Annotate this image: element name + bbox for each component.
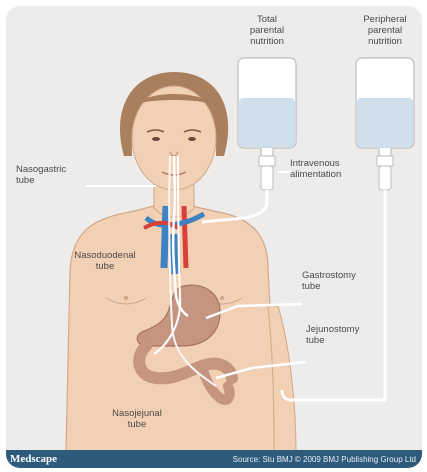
label-nj: Nasojejunal tube — [102, 408, 172, 430]
label-ng: Nasogastric tube — [16, 164, 66, 186]
nutrition-illustration — [6, 6, 422, 468]
label-tpn-bag: Total parental nutrition — [238, 14, 296, 47]
ppn-bag — [356, 58, 414, 190]
jugular-vein — [164, 206, 166, 268]
footer-bar: Medscape Source: Stu BMJ © 2009 BMJ Publ… — [6, 450, 422, 468]
source-credit: Source: Stu BMJ © 2009 BMJ Publishing Gr… — [233, 455, 416, 464]
artery — [184, 206, 186, 268]
diagram-card: Total parental nutrition Peripheral pare… — [6, 6, 422, 468]
tpn-bag — [238, 58, 296, 190]
label-jejunostomy: Jejunostomy tube — [306, 324, 359, 346]
brand-logo: Medscape — [10, 453, 57, 465]
label-nd: Nasoduodenal tube — [62, 250, 148, 272]
label-ppn-bag: Peripheral parental nutrition — [348, 14, 422, 47]
peripheral-line — [282, 190, 385, 400]
label-iv: Intravenous alimentation — [290, 158, 341, 180]
label-gastrostomy: Gastrostomy tube — [302, 270, 356, 292]
